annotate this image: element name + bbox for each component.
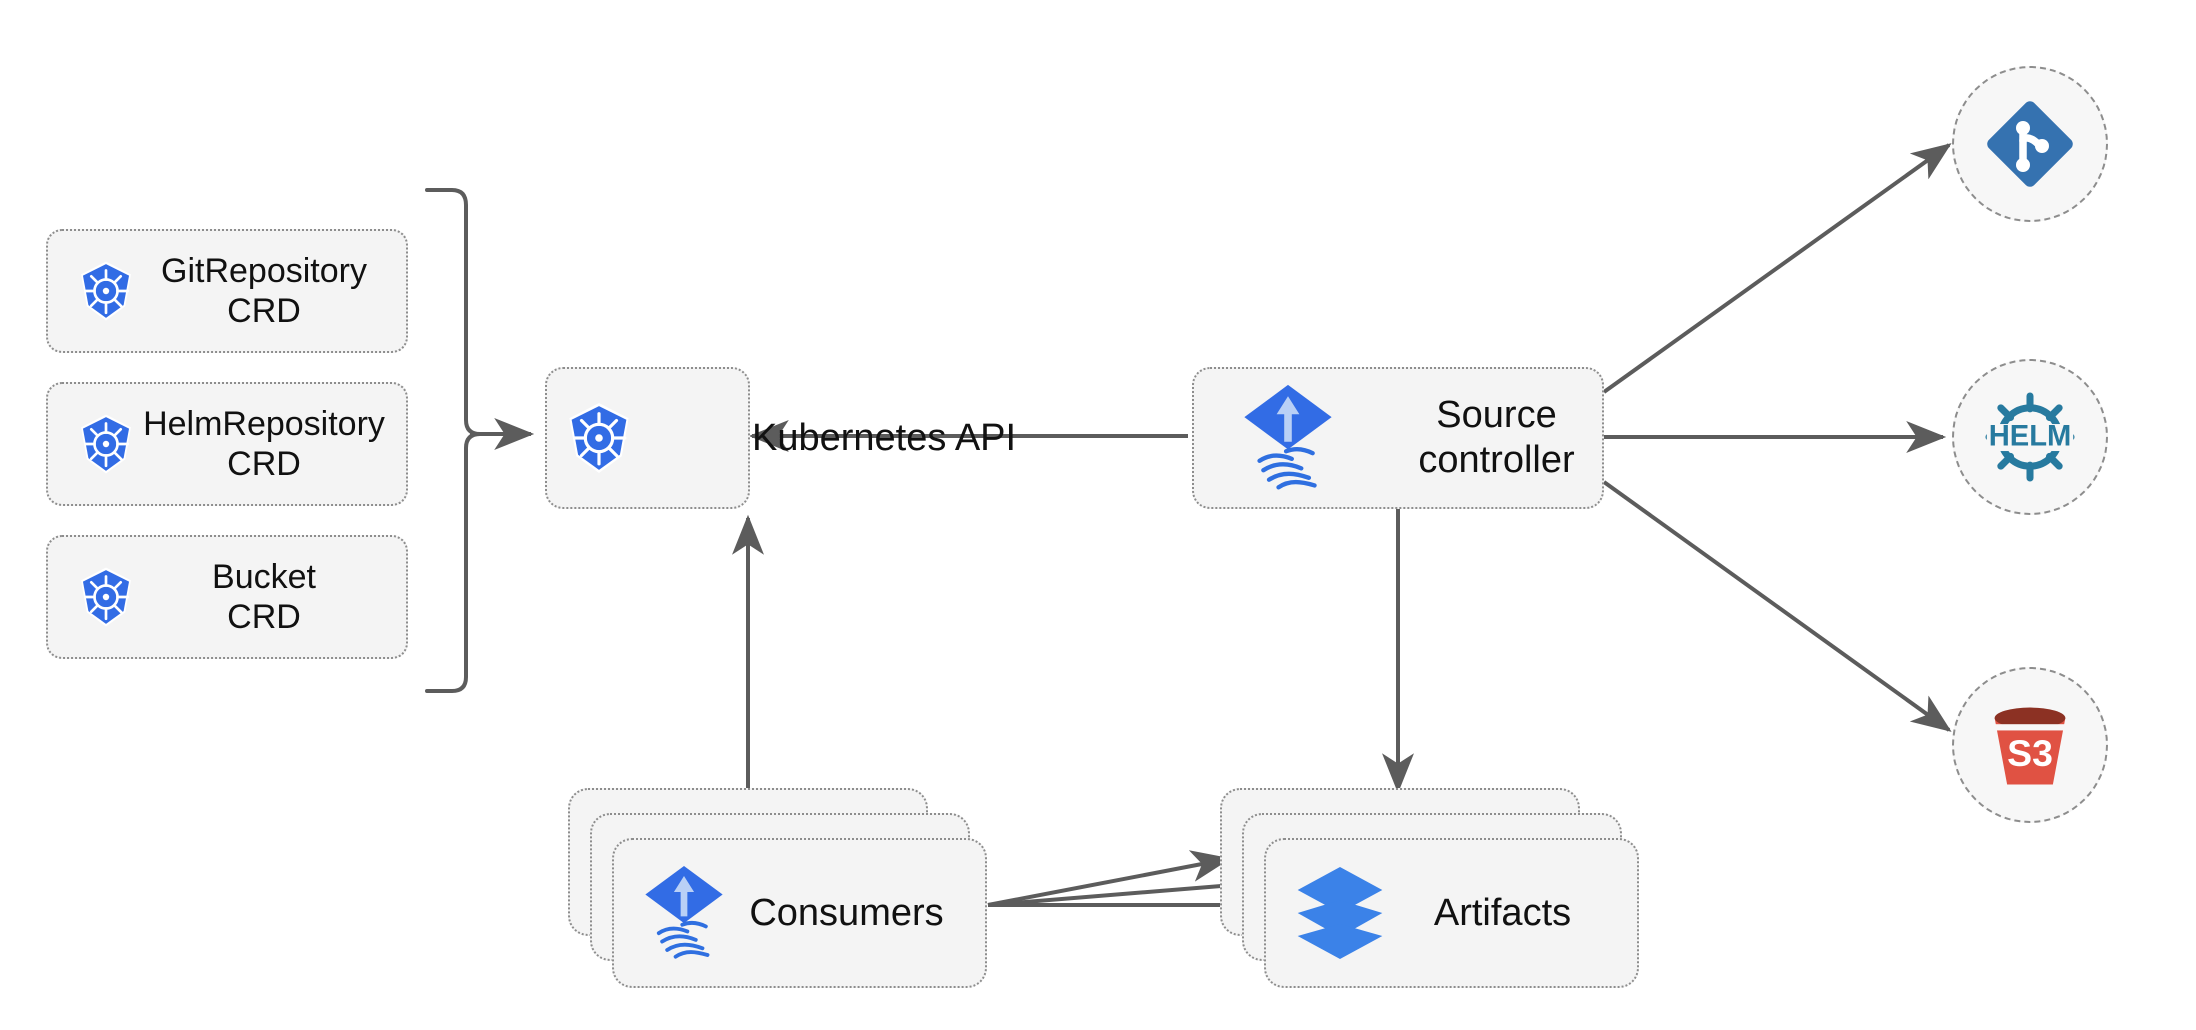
crd-label: Bucket CRD: [212, 557, 316, 636]
node-artifacts[interactable]: Artifacts: [1220, 788, 1650, 988]
crd-card-gitrepository[interactable]: GitRepository CRD: [46, 229, 408, 353]
edge-source-controller-to-s3: [1602, 480, 1952, 732]
kubernetes-icon: [74, 259, 138, 323]
edge-source-controller-to-git: [1602, 143, 1952, 394]
endpoint-s3[interactable]: S3: [1952, 667, 2108, 823]
endpoint-helm[interactable]: HELM: [1952, 359, 2108, 515]
crd-card-helmrepository[interactable]: HelmRepository CRD: [46, 382, 408, 506]
node-label: Source controller: [1418, 394, 1575, 481]
edge-consumers-to-artifacts-top: [987, 850, 1232, 907]
crd-group-bracket: [425, 188, 481, 693]
kubernetes-icon: [74, 412, 138, 476]
node-label: Artifacts: [1433, 891, 1572, 934]
git-icon: [1980, 94, 2080, 194]
node-source-controller[interactable]: Source controller: [1192, 367, 1604, 509]
node-consumers[interactable]: Consumers: [568, 788, 998, 988]
crd-label: GitRepository CRD: [161, 251, 367, 330]
flux-icon: [642, 863, 726, 963]
crd-card-bucket[interactable]: Bucket CRD: [46, 535, 408, 659]
node-label: Kubernetes API: [752, 416, 1017, 459]
node-label: Consumers: [749, 891, 944, 934]
helm-label: HELM: [1989, 421, 2072, 453]
kubernetes-icon: [74, 565, 138, 629]
flux-icon: [1240, 383, 1336, 493]
node-kubernetes-api[interactable]: Kubernetes API: [545, 367, 1016, 509]
consumers-stack-sheet-front[interactable]: Consumers: [612, 838, 987, 988]
s3-label: S3: [2007, 732, 2053, 774]
crd-label: HelmRepository CRD: [143, 404, 385, 483]
helm-icon: HELM: [1976, 383, 2084, 491]
kubernetes-icon: [561, 400, 637, 476]
endpoint-git[interactable]: [1952, 66, 2108, 222]
s3-icon: S3: [1978, 693, 2082, 797]
edge-consumers-to-artifacts-middle: [987, 870, 1262, 907]
artifacts-stack-sheet-front[interactable]: Artifacts: [1264, 838, 1639, 988]
layers-icon: [1294, 865, 1386, 961]
